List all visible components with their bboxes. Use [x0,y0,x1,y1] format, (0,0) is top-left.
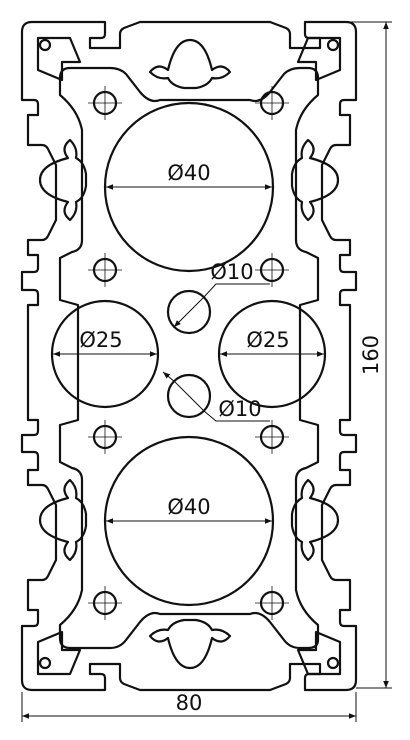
label-diameter-40-top: Ø40 [167,161,210,185]
tslot-top [148,38,232,90]
corner-hole-top-left [38,38,52,52]
label-diameter-25-right: Ø25 [246,328,289,352]
bore-40-bottom [103,435,275,607]
label-diameter-10-upper: Ø10 [210,260,253,284]
tslot-bottom [148,618,232,670]
label-diameter-40-bottom: Ø40 [167,495,210,519]
bore-25-right [217,299,327,409]
corner-slot-top-right [296,36,342,82]
dim-leader-10-upper [173,283,270,328]
label-width: 80 [176,691,203,715]
dim-leader-10-lower [162,371,270,422]
corner-slot-bottom-left [36,630,82,676]
screw-holes [88,86,289,620]
diameter-dimensions [53,184,324,524]
corner-slot-top-left [36,36,82,82]
width-dimension: 80 [21,691,357,722]
corner-slot-bottom-right [296,630,342,676]
bore-10-lower [166,373,212,419]
tslot-left-lower [38,478,88,562]
label-height: 160 [359,335,383,375]
corner-hole-bottom-left [38,656,52,670]
profile-outline [20,20,358,692]
corner-slots [36,36,342,676]
corner-hole-top-right [326,38,340,52]
t-slot-nuts [38,38,340,670]
label-diameter-10-lower: Ø10 [218,397,261,421]
bore-25-left [50,299,160,409]
tslot-right-lower [290,478,340,562]
bore-10-upper [166,289,212,335]
tslot-right-upper [290,138,340,222]
bore-40-top [103,101,275,273]
tslot-left-upper [38,138,88,222]
label-diameter-25-left: Ø25 [79,328,122,352]
corner-hole-bottom-right [326,656,340,670]
height-dimension: 160 [350,21,392,689]
inner-cavity [58,66,320,650]
